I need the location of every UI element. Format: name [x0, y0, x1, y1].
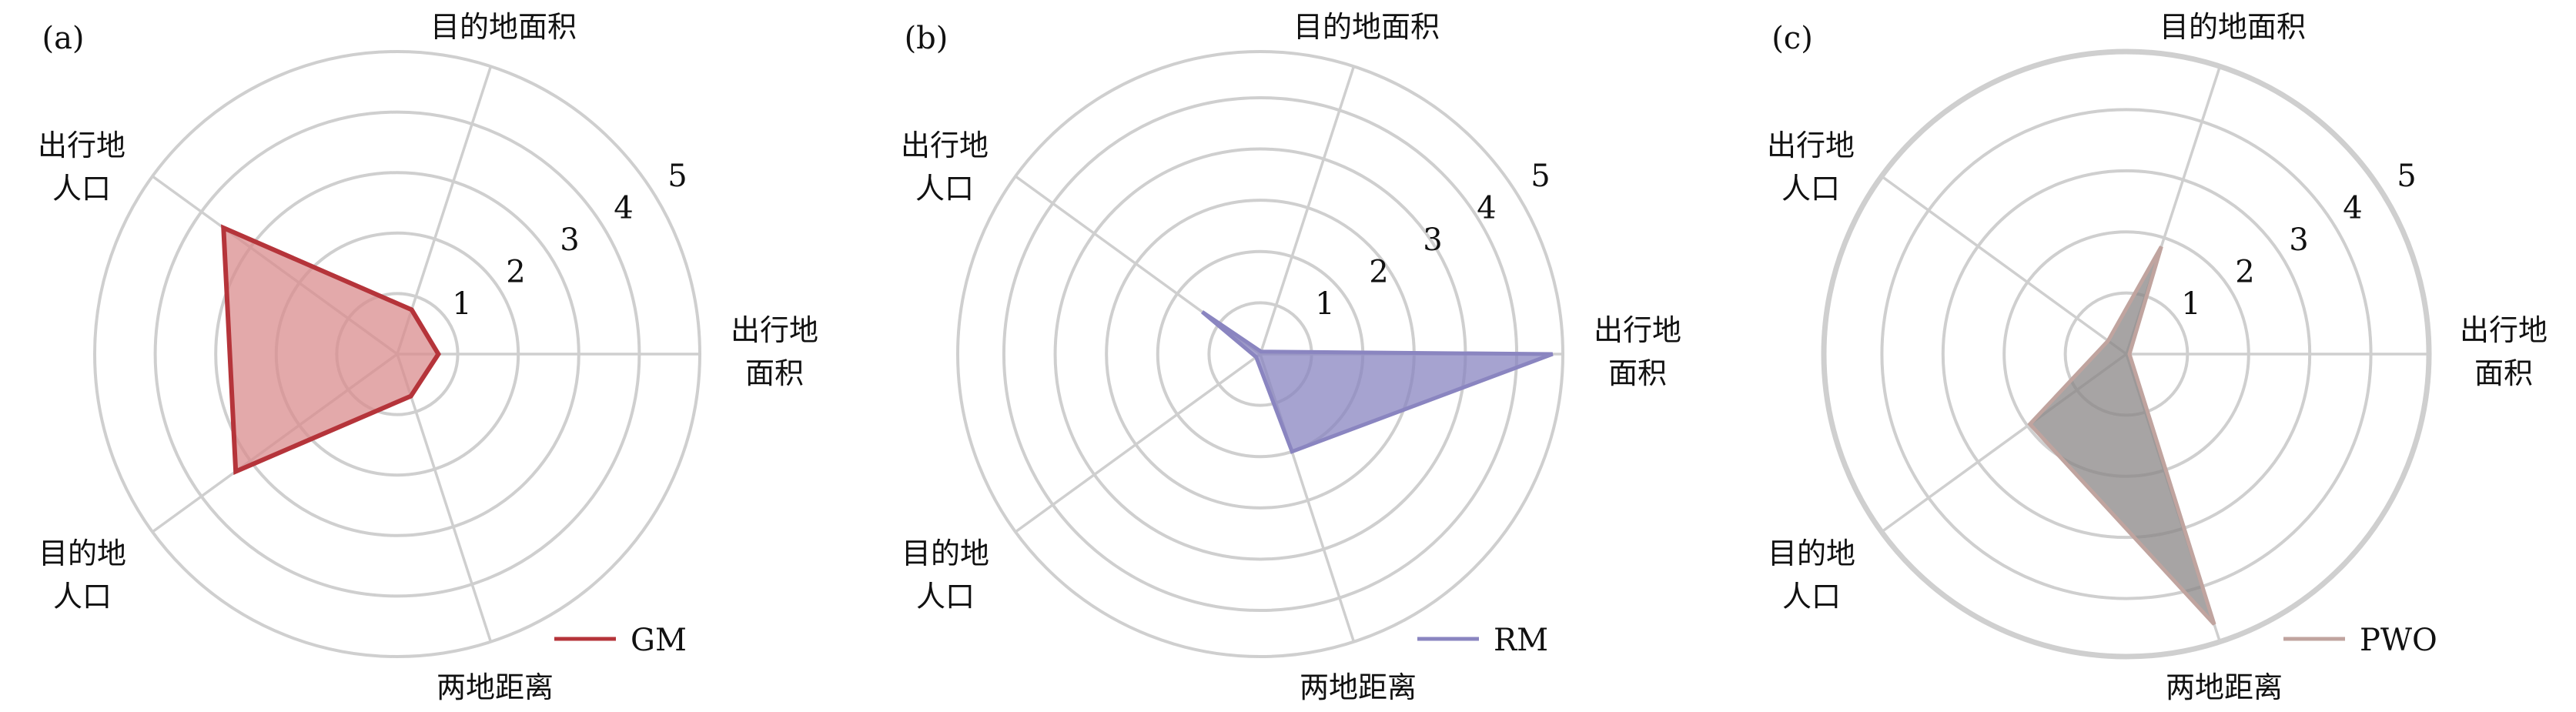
tick-label: 3 — [560, 222, 579, 258]
tick-label: 2 — [1369, 255, 1388, 290]
tick-label: 1 — [452, 286, 471, 322]
axis-label: 两地距离 — [1300, 670, 1417, 704]
axis-label-line: 出行地 — [2460, 313, 2548, 347]
tick-label: 5 — [1531, 159, 1550, 194]
axis-spoke — [1259, 65, 1356, 355]
axis-label-line: 面积 — [745, 356, 804, 390]
axis-spoke — [396, 65, 493, 355]
legend-label: PWO — [2360, 623, 2437, 658]
tick-label: 3 — [2289, 222, 2308, 258]
axis-label-line: 目的地 — [1768, 537, 1855, 570]
axis-label-line: 目的地面积 — [2159, 10, 2306, 44]
tick-label: 4 — [614, 191, 633, 226]
axis-label: 目的地面积 — [430, 10, 577, 44]
series-polygon-pwo — [2027, 246, 2216, 626]
axis-spoke — [396, 353, 493, 643]
axis-label-line: 人口 — [1781, 172, 1840, 206]
tick-label: 5 — [2397, 159, 2416, 194]
series-polygon-rm — [1200, 310, 1554, 454]
axis-label-line: 目的地面积 — [1293, 10, 1440, 44]
axis-label-line: 面积 — [1608, 356, 1667, 390]
tick-label: 2 — [2235, 255, 2254, 290]
tick-label: 2 — [506, 255, 525, 290]
tick-label: 1 — [1315, 286, 1334, 322]
axis-label-line: 人口 — [53, 580, 112, 613]
axis-label: 目的地面积 — [1293, 10, 1440, 44]
axis-label-line: 两地距离 — [1300, 670, 1417, 704]
tick-label: 4 — [1477, 191, 1496, 226]
axis-label-line: 人口 — [915, 172, 974, 206]
axis-label-line: 出行地 — [901, 129, 989, 162]
axis-label-line: 出行地 — [731, 313, 818, 347]
tick-label: 3 — [1423, 222, 1442, 258]
tick-label: 1 — [2181, 286, 2200, 322]
axis-spoke — [1881, 175, 2128, 356]
axis-label-line: 面积 — [2474, 356, 2533, 390]
panel-label: (b) — [905, 21, 948, 56]
tick-label: 4 — [2343, 191, 2362, 226]
axis-label: 两地距离 — [2166, 670, 2283, 704]
legend-label: GM — [631, 623, 687, 658]
axis-label-line: 两地距离 — [437, 670, 554, 704]
legend-label: RM — [1494, 623, 1548, 658]
axis-label-line: 出行地 — [1594, 313, 1681, 347]
axis-label: 两地距离 — [437, 670, 554, 704]
axis-label-line: 出行地 — [1767, 129, 1855, 162]
axis-spoke — [1015, 353, 1262, 533]
axis-label-line: 两地距离 — [2166, 670, 2283, 704]
axis-label-line: 人口 — [1782, 580, 1841, 613]
legend: RM — [1417, 623, 1548, 658]
legend: GM — [554, 623, 687, 658]
axis-label-line: 目的地 — [902, 537, 989, 570]
axis-label-line: 目的地 — [38, 537, 126, 570]
panel-label: (a) — [42, 21, 84, 56]
legend: PWO — [2283, 623, 2437, 658]
panel-label: (c) — [1771, 21, 1813, 56]
axis-label-line: 出行地 — [38, 129, 125, 162]
axis-label-line: 目的地面积 — [430, 10, 577, 44]
axis-label-line: 人口 — [52, 172, 111, 206]
axis-label: 目的地面积 — [2159, 10, 2306, 44]
series-polygon-gm — [221, 224, 441, 475]
axis-label-line: 人口 — [916, 580, 975, 613]
tick-label: 5 — [667, 159, 687, 194]
